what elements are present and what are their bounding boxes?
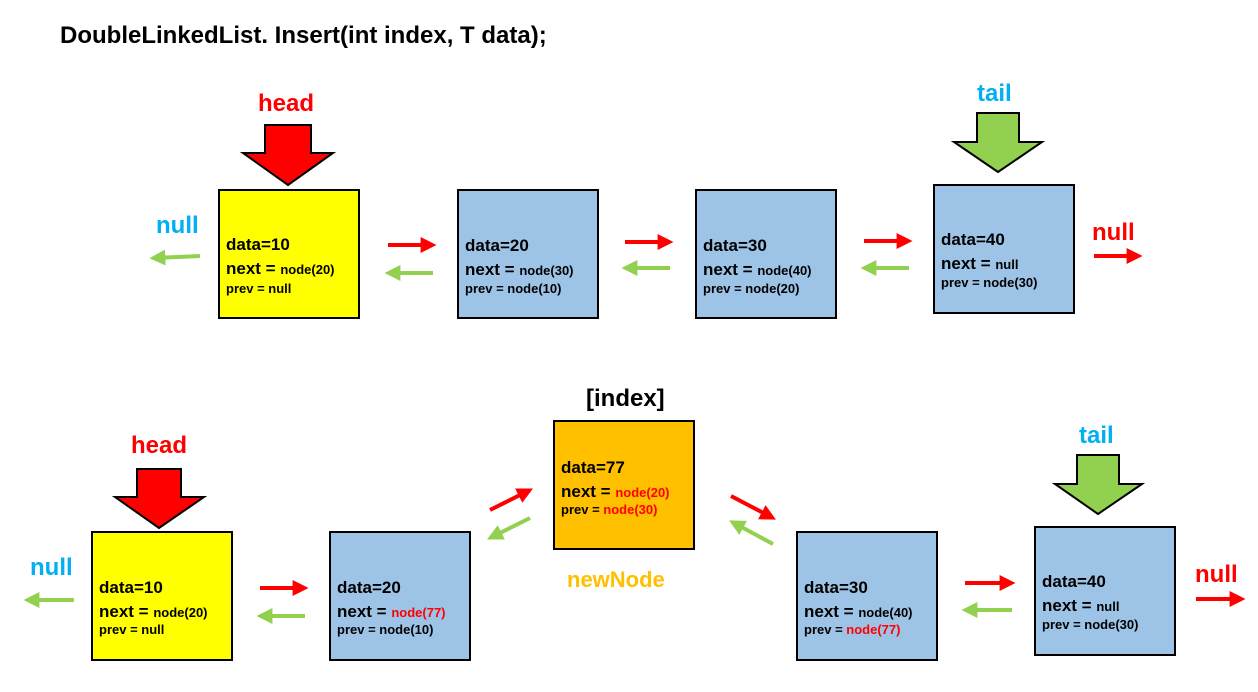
index-label: [index]: [586, 385, 665, 412]
null-label-bottom-left: null: [30, 554, 73, 581]
node-prev: prev = node(30): [941, 275, 1038, 290]
node-data: data=20: [465, 236, 529, 255]
head-label-bottom: head: [131, 432, 188, 459]
node-prev: prev = node(30): [1042, 617, 1139, 632]
node-prev: prev = node(10): [337, 622, 434, 637]
null-prev-arrow-top: [149, 249, 201, 266]
node-before-40: data=40 next = null prev = node(30): [933, 184, 1075, 314]
node-data: data=77: [561, 458, 625, 477]
next-arrow-20-77: [489, 488, 534, 512]
node-data: data=20: [337, 578, 401, 597]
node-next: next = node(40): [703, 260, 812, 279]
prev-arrow-30-77: [729, 520, 774, 546]
null-label-top-right: null: [1092, 219, 1135, 246]
head-pointer-arrow-top: [239, 124, 337, 187]
tail-pointer-arrow-top: [950, 112, 1046, 174]
node-next: next = null: [1042, 596, 1120, 615]
node-prev: prev = node(10): [465, 281, 562, 296]
node-next: next = node(20): [99, 602, 208, 621]
node-before-10: data=10 next = node(20) prev = null: [218, 189, 360, 319]
head-pointer-arrow-bottom: [111, 468, 208, 530]
node-prev: prev = node(20): [703, 281, 800, 296]
null-label-bottom-right: null: [1195, 561, 1238, 588]
node-after-40: data=40 next = null prev = node(30): [1034, 526, 1176, 656]
node-next: next = node(30): [465, 260, 574, 279]
node-after-77-new: data=77 next = node(20) prev = node(30): [553, 420, 695, 550]
node-data: data=40: [1042, 572, 1106, 591]
node-data: data=10: [226, 235, 290, 254]
node-next: next = null: [941, 254, 1019, 273]
node-data: data=40: [941, 230, 1005, 249]
node-data: data=10: [99, 578, 163, 597]
page-title: DoubleLinkedList. Insert(int index, T da…: [60, 22, 547, 49]
tail-pointer-arrow-bottom: [1051, 454, 1146, 516]
node-data: data=30: [804, 578, 868, 597]
head-label-top: head: [258, 90, 315, 117]
node-after-20: data=20 next = node(77) prev = node(10): [329, 531, 471, 661]
null-label-top-left: null: [156, 212, 199, 239]
node-data: data=30: [703, 236, 767, 255]
node-prev: prev = null: [226, 281, 292, 296]
node-next: next = node(77): [337, 602, 446, 621]
node-before-30: data=30 next = node(40) prev = node(20): [695, 189, 837, 319]
node-after-30: data=30 next = node(40) prev = node(77): [796, 531, 938, 661]
next-arrow-77-30: [730, 494, 776, 520]
tail-label-bottom: tail: [1079, 422, 1114, 449]
node-prev: prev = node(77): [804, 622, 901, 637]
node-next: next = node(20): [226, 259, 335, 278]
node-before-20: data=20 next = node(30) prev = node(10): [457, 189, 599, 319]
node-next: next = node(40): [804, 602, 913, 621]
node-after-10: data=10 next = node(20) prev = null: [91, 531, 233, 661]
node-prev: prev = null: [99, 622, 165, 637]
prev-arrow-77-20: [486, 516, 531, 540]
new-node-label: newNode: [567, 567, 665, 592]
tail-label-top: tail: [977, 80, 1012, 107]
node-next: next = node(20): [561, 482, 670, 501]
node-prev: prev = node(30): [561, 502, 658, 517]
